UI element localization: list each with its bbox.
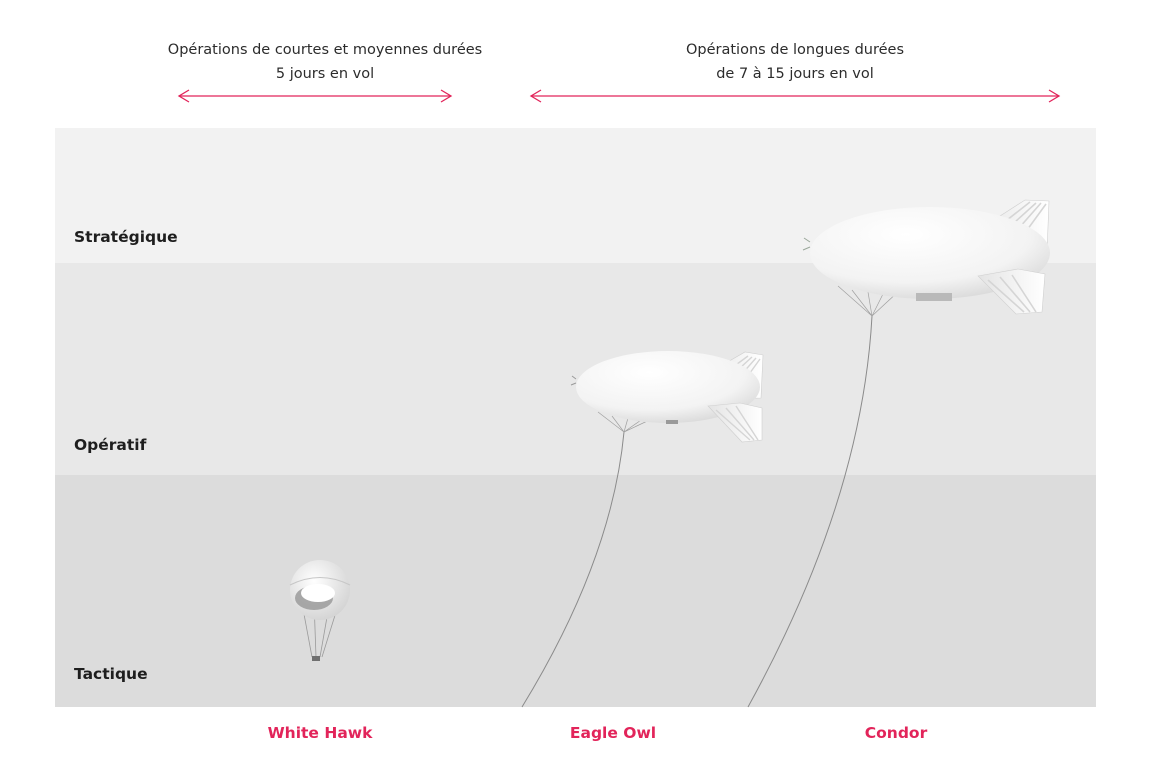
operative-level-label: Opératif [74, 436, 147, 454]
eagle-owl-blimp-icon [521, 351, 764, 708]
long-duration-title: Opérations de longues durées [685, 42, 905, 58]
short-duration-title: Opérations de courtes et moyennes durées [167, 42, 483, 58]
long-duration-days: de 7 à 15 jours en vol [716, 66, 874, 82]
long-duration-caption: Opérations de longues durées de 7 à 15 j… [600, 38, 990, 86]
condor-blimp-icon [747, 199, 1050, 708]
strategic-level-label: Stratégique [74, 228, 178, 246]
short-duration-caption: Opérations de courtes et moyennes durées… [130, 38, 520, 86]
short-duration-arrow-icon [177, 89, 453, 103]
tactical-level-label: Tactique [74, 665, 148, 683]
long-duration-arrow-icon [529, 89, 1061, 103]
condor-label: Condor [864, 724, 928, 742]
white-hawk-label: White Hawk [267, 724, 373, 742]
eagle-owl-label: Eagle Owl [569, 724, 657, 742]
tactical-band [55, 475, 1096, 707]
short-duration-days: 5 jours en vol [275, 66, 375, 82]
white-hawk-balloon-icon [289, 560, 351, 661]
